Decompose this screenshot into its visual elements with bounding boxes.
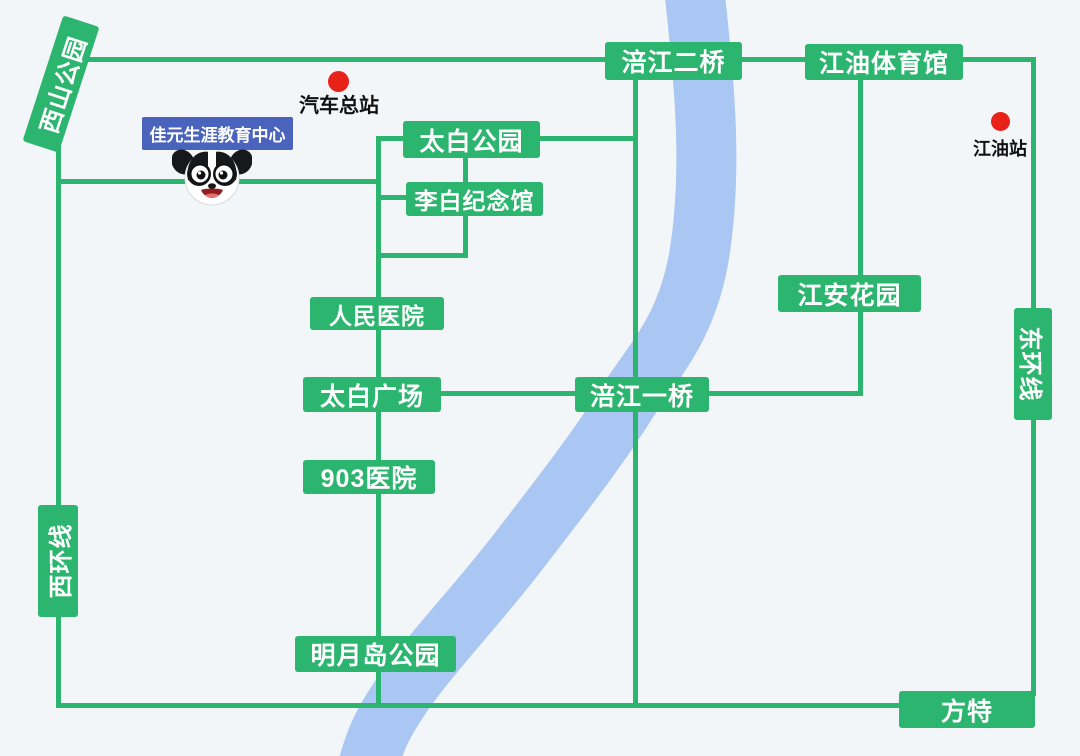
landmark-fujiang-bridge-1: 涪江一桥 bbox=[575, 377, 709, 412]
landmark-taibai-park: 太白公园 bbox=[403, 121, 540, 158]
road-gym-vertical bbox=[858, 78, 863, 396]
landmark-west-ring-line: 西环线 bbox=[38, 505, 78, 617]
landmark-jiangan-garden: 江安花园 bbox=[778, 275, 921, 312]
link-libai-jog bbox=[376, 253, 468, 258]
road-south bbox=[56, 703, 904, 708]
dog-mascot-icon bbox=[172, 149, 252, 206]
landmark-renmin-hospital: 人民医院 bbox=[310, 297, 444, 330]
road-north bbox=[70, 57, 1036, 62]
education-center-label: 佳元生涯教育中心 bbox=[142, 117, 293, 150]
link-taibai-park-left bbox=[376, 136, 426, 141]
jiangyou-station-dot bbox=[991, 112, 1010, 131]
road-west-ring bbox=[56, 112, 61, 708]
jiangyou-station-label: 江油站 bbox=[973, 139, 1027, 159]
link-libai-down bbox=[463, 212, 468, 258]
landmark-mingyue-island-park: 明月岛公园 bbox=[295, 636, 456, 672]
landmark-fangte: 方特 bbox=[899, 691, 1035, 728]
link-libai-left bbox=[376, 195, 426, 200]
landmark-libai-memorial-hall: 李白纪念馆 bbox=[406, 182, 543, 216]
bus-terminal-dot bbox=[328, 71, 349, 92]
road-taibai-street bbox=[376, 136, 381, 707]
bus-terminal-label: 汽车总站 bbox=[299, 95, 379, 117]
landmark-taibai-square: 太白广场 bbox=[303, 377, 441, 412]
link-taibai-park-right bbox=[518, 136, 638, 141]
landmark-fujiang-bridge-2: 涪江二桥 bbox=[605, 42, 742, 80]
landmark-east-ring-line: 东环线 bbox=[1014, 308, 1052, 420]
link-taibai-libai bbox=[463, 154, 468, 186]
landmark-hospital-903: 903医院 bbox=[303, 460, 435, 494]
landmark-jiangyou-gymnasium: 江油体育馆 bbox=[805, 44, 963, 80]
